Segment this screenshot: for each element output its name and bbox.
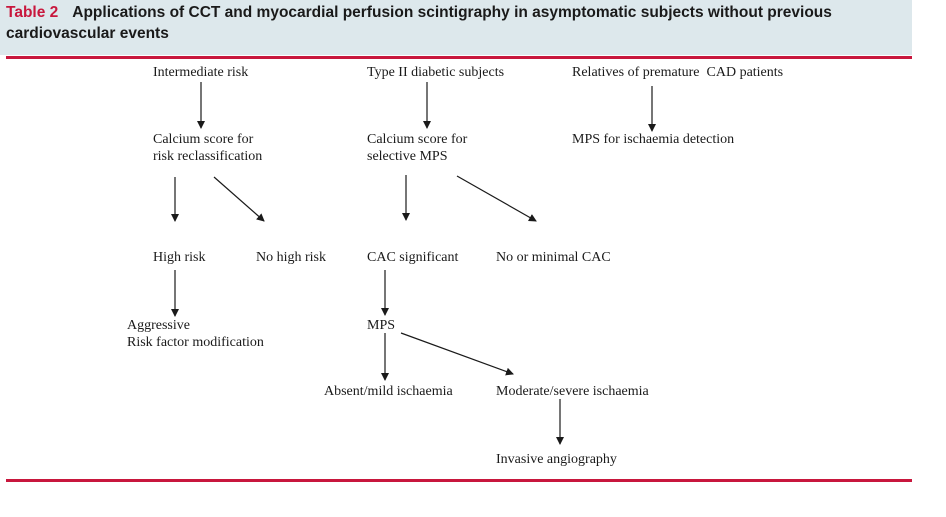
table-label: Table 2 (6, 4, 59, 21)
node-mps: MPS (367, 318, 396, 333)
node-absent-mild-ischaemia: Absent/mild ischaemia (324, 384, 453, 399)
node-calcium-reclassification: Calcium score for risk reclassification (153, 131, 262, 165)
node-calcium-selective: Calcium score for selective MPS (367, 131, 467, 165)
arrow-calcium-to-no-high-risk (213, 176, 265, 222)
node-no-high-risk: No high risk (256, 250, 326, 265)
arrow-mps-to-moderate-severe (400, 332, 514, 376)
calcium-selective-line-1: Calcium score for (367, 132, 468, 147)
table-title-line-1: Table 2 Applications of CCT and myocardia… (6, 4, 832, 22)
node-relatives-cad: Relatives of premature CAD patients (572, 65, 784, 80)
node-moderate-severe-ischaemia: Moderate/severe ischaemia (496, 384, 649, 399)
node-intermediate-risk: Intermediate risk (153, 65, 249, 80)
node-cac-significant: CAC significant (367, 250, 459, 265)
calcium-reclass-line-2: risk reclassification (153, 149, 263, 164)
calcium-reclass-line-1: Calcium score for (153, 132, 254, 147)
node-type2-diabetic: Type II diabetic subjects (367, 65, 505, 80)
arrow-calcium-to-no-minimal-cac (456, 175, 537, 222)
node-no-minimal-cac: No or minimal CAC (496, 250, 611, 265)
calcium-selective-line-2: selective MPS (367, 149, 448, 164)
node-mps-ischaemia-detection: MPS for ischaemia detection (572, 132, 735, 147)
bottom-rule (6, 479, 912, 482)
flowchart-area (6, 59, 912, 479)
table-title-text: Applications of CCT and myocardial perfu… (72, 4, 832, 21)
node-high-risk: High risk (153, 250, 206, 265)
table-header: Table 2 Applications of CCT and myocardia… (0, 0, 912, 55)
node-aggressive: Aggressive Risk factor modification (127, 317, 264, 351)
table-title-line-2: cardiovascular events (6, 25, 169, 42)
node-invasive-angiography: Invasive angiography (496, 452, 617, 467)
aggressive-line-2: Risk factor modification (127, 335, 264, 350)
top-rule (6, 56, 912, 59)
aggressive-line-1: Aggressive (127, 318, 190, 333)
